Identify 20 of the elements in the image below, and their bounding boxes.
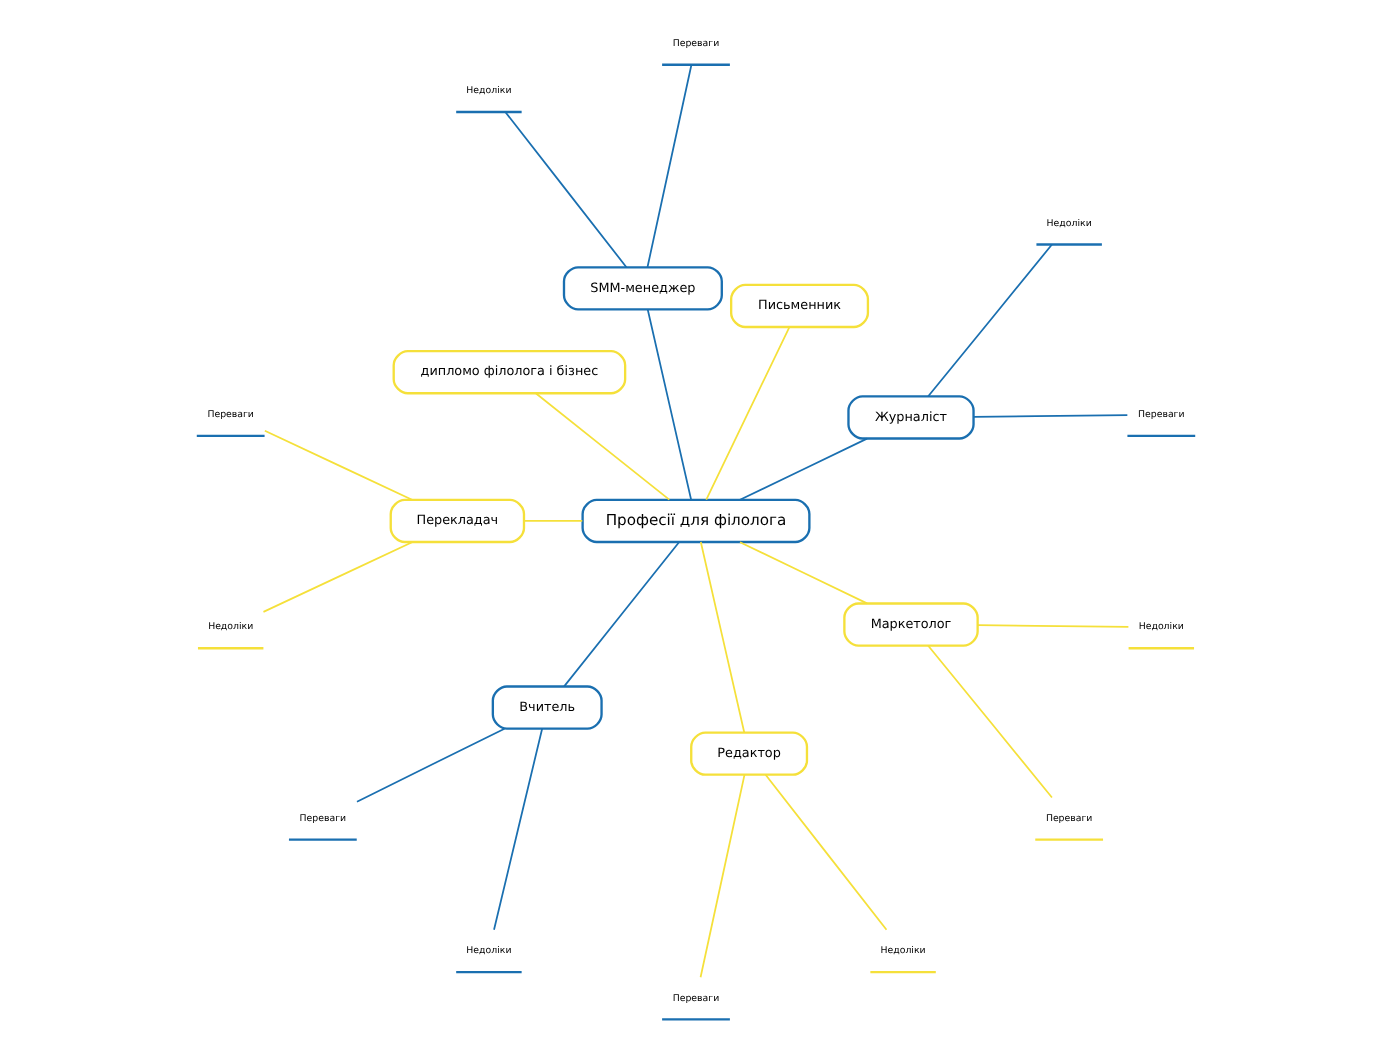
- connector: [523, 519, 584, 521]
- connector: [739, 540, 868, 604]
- connector: [646, 307, 693, 500]
- connector: [927, 242, 1053, 397]
- connector: [504, 110, 628, 268]
- connector: [646, 62, 693, 267]
- connector: [927, 643, 1053, 798]
- connector: [262, 540, 413, 612]
- connector: [263, 428, 413, 500]
- connector: [972, 413, 1129, 417]
- connector: [739, 436, 868, 500]
- connector: [976, 623, 1130, 627]
- connector: [699, 773, 746, 978]
- connector: [705, 325, 791, 500]
- connector: [699, 540, 746, 733]
- connector: [563, 540, 681, 687]
- connector: [764, 772, 888, 930]
- connector: [493, 726, 543, 930]
- connector: [356, 726, 506, 802]
- connector: [535, 391, 671, 500]
